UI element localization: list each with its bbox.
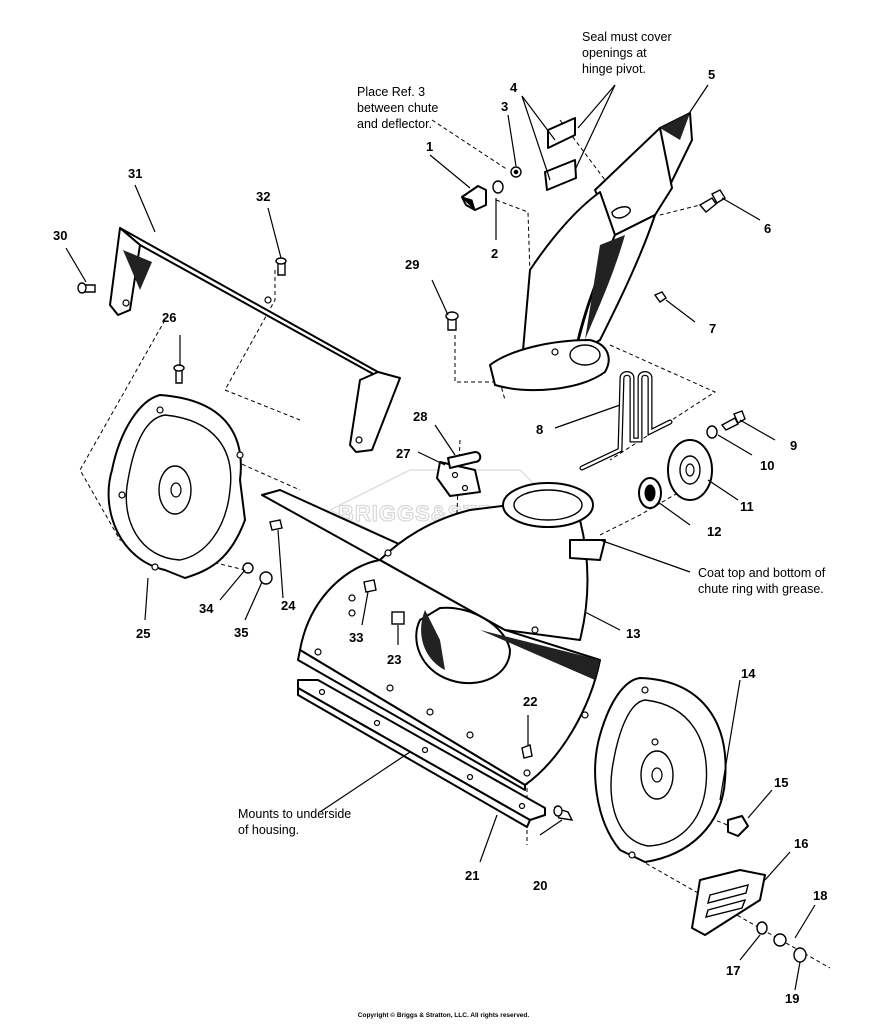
callout-17: 17 <box>726 963 740 978</box>
hardware <box>77 166 807 963</box>
callout-31: 31 <box>128 166 142 181</box>
wire-handle-8 <box>579 371 673 471</box>
callout-6: 6 <box>764 221 771 236</box>
callout-11: 11 <box>740 499 754 514</box>
callout-10: 10 <box>760 458 774 473</box>
side-plate-14 <box>594 677 727 863</box>
bearing-12 <box>638 477 662 509</box>
callout-13: 13 <box>626 626 640 641</box>
callout-3: 3 <box>501 99 508 114</box>
callout-28: 28 <box>413 409 427 424</box>
callout-22: 22 <box>523 694 537 709</box>
callout-27: 27 <box>396 446 410 461</box>
callouts: 1 2 3 4 5 6 7 8 9 10 11 12 13 14 15 16 1… <box>53 67 827 1006</box>
callout-9: 9 <box>790 438 797 453</box>
note-place-line2: between chute <box>357 101 438 115</box>
side-plate-25 <box>107 394 246 579</box>
callout-2: 2 <box>491 246 498 261</box>
callout-1: 1 <box>426 139 433 154</box>
note-seal-line3: hinge pivot. <box>582 62 646 76</box>
note-mounts-line1: Mounts to underside <box>238 807 351 821</box>
note-place-line1: Place Ref. 3 <box>357 85 425 99</box>
callout-21: 21 <box>465 868 479 883</box>
callout-29: 29 <box>405 257 419 272</box>
copyright: Copyright © Briggs & Stratton, LLC. All … <box>357 1012 530 1019</box>
callout-34: 34 <box>199 601 214 616</box>
callout-4: 4 <box>510 80 518 95</box>
clamp-27 <box>436 451 482 497</box>
note-mounts-line2: of housing. <box>238 823 299 837</box>
callout-18: 18 <box>813 888 827 903</box>
chute-5 <box>489 112 693 392</box>
seal-4 <box>544 117 577 191</box>
callout-24: 24 <box>281 598 296 613</box>
callout-5: 5 <box>708 67 715 82</box>
scraper-bar-21 <box>297 679 546 828</box>
callout-32: 32 <box>256 189 270 204</box>
notes: Seal must cover openings at hinge pivot.… <box>238 30 826 837</box>
callout-15: 15 <box>774 775 788 790</box>
callout-33: 33 <box>349 630 363 645</box>
note-coat-line1: Coat top and bottom of <box>698 566 826 580</box>
callout-12: 12 <box>707 524 721 539</box>
callout-30: 30 <box>53 228 67 243</box>
housing-13 <box>261 482 606 791</box>
note-coat-line2: chute ring with grease. <box>698 582 824 596</box>
callout-23: 23 <box>387 652 401 667</box>
callout-14: 14 <box>741 666 756 681</box>
callout-35: 35 <box>234 625 248 640</box>
leader-lines <box>65 84 816 991</box>
callout-20: 20 <box>533 878 547 893</box>
callout-19: 19 <box>785 991 799 1006</box>
callout-16: 16 <box>794 836 808 851</box>
note-seal-line1: Seal must cover <box>582 30 672 44</box>
callout-26: 26 <box>162 310 176 325</box>
callout-8: 8 <box>536 422 543 437</box>
note-seal-line2: openings at <box>582 46 647 60</box>
note-place-line3: and deflector. <box>357 117 432 131</box>
support-bracket-31 <box>109 227 401 453</box>
flange-11 <box>667 439 713 501</box>
skid-shoe-16 <box>691 869 766 936</box>
callout-25: 25 <box>136 626 150 641</box>
callout-7: 7 <box>709 321 716 336</box>
